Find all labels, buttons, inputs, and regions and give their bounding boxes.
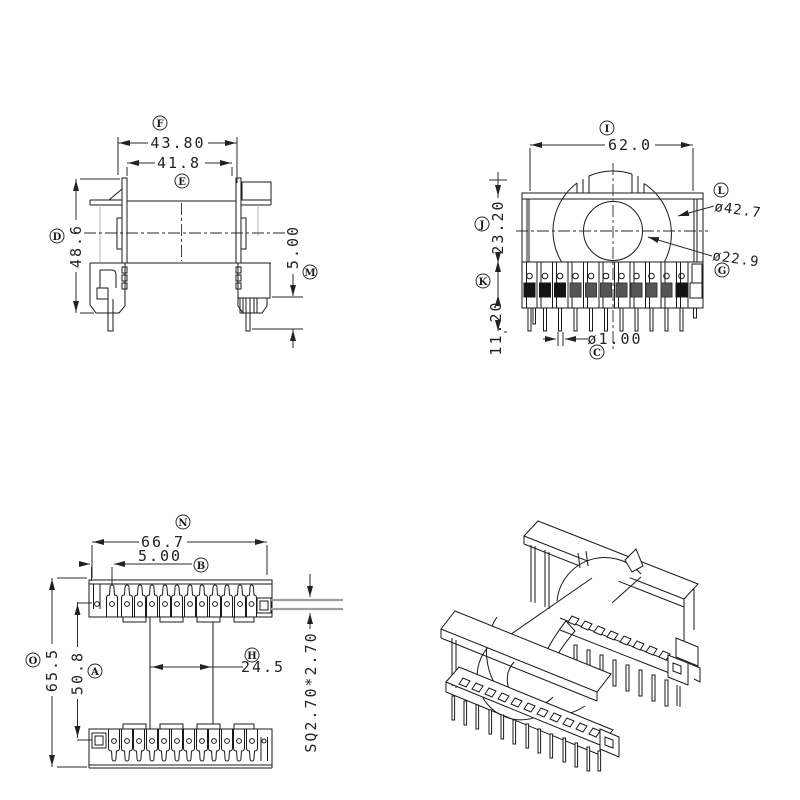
svg-text:E: E bbox=[178, 177, 186, 188]
svg-text:M: M bbox=[304, 268, 315, 279]
dim-text: 5.00 bbox=[138, 547, 182, 565]
svg-text:I: I bbox=[605, 124, 610, 135]
balloon-labels: F E D M I J K L G C N B O A H bbox=[25, 115, 730, 679]
balloon-f: F bbox=[152, 115, 168, 131]
dim-text: 62.0 bbox=[608, 136, 652, 154]
isometric-view bbox=[440, 520, 701, 772]
dim-front-pin-dia: ø1.00 bbox=[543, 330, 642, 348]
dim-side-flange-outer: 43.80 bbox=[117, 134, 238, 183]
iso-back-pins bbox=[567, 615, 671, 707]
svg-text:B: B bbox=[197, 561, 205, 572]
dim-side-pin-step: 5.00 bbox=[252, 222, 303, 348]
dim-text: SQ2.70*2.70 bbox=[302, 631, 320, 752]
front-view: 62.0 23.20 11.20 ø42.7 ø22.9 bbox=[487, 136, 762, 356]
balloon-k: K bbox=[475, 273, 491, 289]
balloon-o: O bbox=[25, 652, 41, 668]
dim-text: ø42.7 bbox=[713, 199, 762, 221]
balloon-b: B bbox=[193, 557, 209, 573]
svg-text:F: F bbox=[156, 119, 163, 130]
svg-text:L: L bbox=[717, 186, 724, 197]
balloon-d: D bbox=[49, 228, 65, 244]
iso-base-pins bbox=[451, 677, 602, 772]
dim-text: 65.5 bbox=[43, 648, 61, 692]
dim-top-boss-size: SQ2.70*2.70 bbox=[302, 574, 320, 753]
pin-stems bbox=[527, 307, 697, 332]
svg-text:J: J bbox=[479, 220, 485, 231]
dim-front-core-dia: ø22.9 bbox=[647, 236, 760, 271]
dim-text: ø1.00 bbox=[587, 330, 642, 348]
svg-text:N: N bbox=[178, 518, 187, 529]
top-view: 66.7 5.00 65.5 50. bbox=[43, 533, 343, 769]
balloon-c: C bbox=[589, 344, 605, 360]
svg-text:H: H bbox=[247, 651, 256, 662]
dim-text: 11.20 bbox=[487, 300, 505, 355]
balloon-m: M bbox=[302, 264, 318, 280]
dim-text: ø22.9 bbox=[711, 248, 760, 270]
dim-front-left-stack: 23.20 11.20 bbox=[487, 172, 507, 356]
side-view: 43.80 41.8 48.6 bbox=[67, 134, 303, 348]
dim-front-flange-dia: ø42.7 bbox=[677, 199, 762, 222]
dim-text: 43.80 bbox=[150, 134, 205, 152]
dim-text: 48.6 bbox=[67, 224, 85, 268]
dim-side-height: 48.6 bbox=[67, 178, 120, 314]
svg-text:G: G bbox=[718, 266, 727, 277]
svg-text:D: D bbox=[53, 232, 62, 243]
svg-text:A: A bbox=[90, 667, 99, 678]
balloon-e: E bbox=[174, 173, 190, 189]
balloon-h: H bbox=[244, 647, 260, 663]
dim-text: 41.8 bbox=[157, 154, 201, 172]
dim-top-tube-width: 24.5 bbox=[150, 658, 285, 676]
svg-text:O: O bbox=[29, 656, 38, 667]
dim-text: 66.7 bbox=[141, 533, 185, 551]
dim-top-height: 65.5 bbox=[43, 577, 87, 768]
bottom-row-pins bbox=[91, 729, 268, 762]
dim-text: 23.20 bbox=[489, 199, 507, 254]
balloon-i: I bbox=[599, 120, 615, 136]
svg-text:C: C bbox=[593, 348, 601, 359]
dim-top-pin-pitch: 5.00 bbox=[79, 547, 192, 584]
dim-front-width: 62.0 bbox=[529, 136, 694, 191]
pin-holes bbox=[526, 272, 685, 280]
balloon-g: G bbox=[714, 262, 730, 278]
balloon-a: A bbox=[87, 663, 103, 679]
top-row-pins bbox=[93, 584, 257, 617]
dim-text: 5.00 bbox=[284, 225, 302, 269]
balloon-n: N bbox=[175, 514, 191, 530]
dim-text: 50.8 bbox=[69, 651, 87, 695]
balloon-l: L bbox=[713, 182, 729, 198]
pin-blocks bbox=[523, 282, 688, 298]
svg-text:K: K bbox=[479, 277, 488, 288]
dim-side-flange-inner: 41.8 bbox=[126, 154, 233, 176]
balloon-j: J bbox=[474, 216, 490, 232]
dim-text: 24.5 bbox=[241, 658, 285, 676]
dim-top-pin-row-span: 50.8 bbox=[69, 602, 92, 741]
